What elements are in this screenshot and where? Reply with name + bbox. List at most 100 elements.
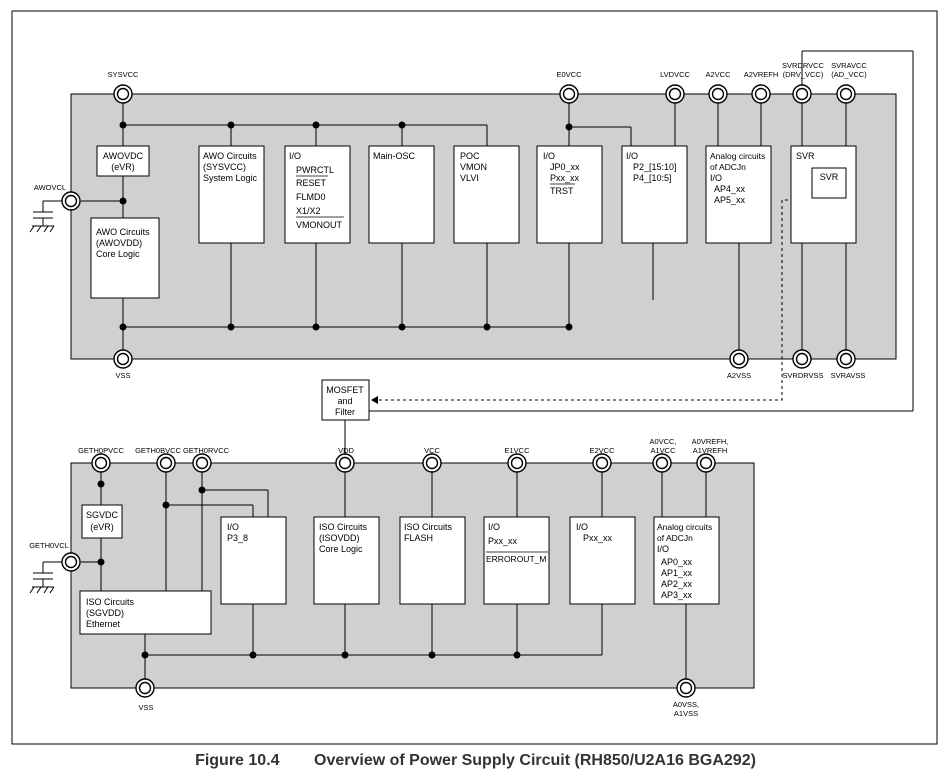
analog0-line-5: AP1_xx xyxy=(661,568,693,578)
bottom-block-labels: SGVDC (eVR) ISO Circuits (SGVDD) Etherne… xyxy=(86,510,712,629)
pin-label-geth0vcl: GETH0VCL xyxy=(29,541,69,550)
iso-eth-line-2: (SGVDD) xyxy=(86,608,124,618)
figure-number: Figure 10.4 xyxy=(195,752,280,769)
io-b-line-3: Pxx_xx xyxy=(550,173,580,183)
iso-eth-block xyxy=(79,590,212,635)
io-a-line-6: VMONOUT xyxy=(296,220,343,230)
pin-label-vcc: VCC xyxy=(424,446,440,455)
io-a-line-3: RESET xyxy=(296,178,327,188)
pin-a2vrefh xyxy=(751,84,771,104)
pin-a0vss xyxy=(676,678,696,698)
io-a-line-1: I/O xyxy=(289,151,301,161)
pin-label-a0vss: A0VSS, xyxy=(673,700,699,709)
pin-label-a1vss: A1VSS xyxy=(674,709,698,718)
io-err-line-2: Pxx_xx xyxy=(488,536,518,546)
mainosc-line-1: Main-OSC xyxy=(373,151,416,161)
svr-inner-label: SVR xyxy=(820,172,839,182)
analog2-block xyxy=(705,145,772,244)
iso-core-line-3: Core Logic xyxy=(319,544,363,554)
analog2-line-4: AP4_xx xyxy=(714,184,746,194)
io-a-line-4: FLMD0 xyxy=(296,192,326,202)
awo-core-line-3: Core Logic xyxy=(96,249,140,259)
iso-eth-line-3: Ethernet xyxy=(86,619,121,629)
pin-sysvcc xyxy=(113,84,133,104)
io-err-block xyxy=(483,516,550,605)
pin-geth0pvcc xyxy=(91,453,111,473)
pin-label-svravcc: SVRAVCC xyxy=(831,61,867,70)
pin-a2vcc xyxy=(708,84,728,104)
top-junctions xyxy=(119,121,573,331)
top-blocks xyxy=(90,145,857,299)
mosfet-line-3: Filter xyxy=(335,407,355,417)
pin-label-svrdrvcc-alias: (DRV_VCC) xyxy=(783,70,824,79)
awo-sys-block xyxy=(198,145,265,244)
pin-label-vss-bottom: VSS xyxy=(138,703,153,712)
pin-svrdrvss xyxy=(792,349,812,369)
pin-label-e0vcc: E0VCC xyxy=(556,70,582,79)
io-a-block xyxy=(284,145,351,244)
iso-flash-block xyxy=(399,516,466,605)
iso-flash-line-2: FLASH xyxy=(404,533,433,543)
poc-line-3: VLVI xyxy=(460,173,479,183)
iso-eth-line-1: ISO Circuits xyxy=(86,597,135,607)
pin-label-a2vcc: A2VCC xyxy=(705,70,731,79)
pin-label-lvdvcc: LVDVCC xyxy=(660,70,690,79)
io-b-line-2: JP0_xx xyxy=(550,162,580,172)
sgvdc-line-2: (eVR) xyxy=(90,522,114,532)
pin-e2vcc xyxy=(592,453,612,473)
pin-label-svrdrvcc: SVRDRVCC xyxy=(782,61,825,70)
svr-inner-block xyxy=(811,167,847,199)
pin-a0vrefh xyxy=(696,453,716,473)
io-p38-line-2: P3_8 xyxy=(227,533,248,543)
pin-vcc xyxy=(422,453,442,473)
svr-control-arrow xyxy=(371,396,378,404)
pin-label-geth0rvcc: GETH0RVCC xyxy=(183,446,230,455)
awovdc-line-2: (eVR) xyxy=(111,162,135,172)
pin-label-sysvcc: SYSVCC xyxy=(108,70,139,79)
iso-flash-line-1: ISO Circuits xyxy=(404,522,453,532)
top-signal-bars xyxy=(296,175,575,218)
mosfet-line-1: MOSFET xyxy=(326,385,364,395)
io-c-line-1: I/O xyxy=(626,151,638,161)
bottom-pin-labels: GETH0PVCC GETH0BVCC GETH0RVCC VDD VCC E1… xyxy=(29,437,728,718)
bottom-blocks xyxy=(79,504,720,635)
pin-lvdvcc xyxy=(665,84,685,104)
io-pxx-line-1: I/O xyxy=(576,522,588,532)
top-block-labels: AWOVDC (eVR) AWO Circuits (AWOVDD) Core … xyxy=(96,151,839,259)
io-err-line-1: I/O xyxy=(488,522,500,532)
sgvdc-line-1: SGVDC xyxy=(86,510,119,520)
io-a-line-2: PWRCTL xyxy=(296,165,334,175)
awo-sys-line-2: (SYSVCC) xyxy=(203,162,246,172)
svr-outer-label: SVR xyxy=(796,151,815,161)
pin-svrdrvcc xyxy=(792,84,812,104)
io-c-line-3: P4_[10:5] xyxy=(633,173,672,183)
pin-a0vcc xyxy=(652,453,672,473)
pin-svravss xyxy=(836,349,856,369)
poc-line-2: VMON xyxy=(460,162,487,172)
poc-block xyxy=(453,145,520,244)
analog0-line-4: AP0_xx xyxy=(661,557,693,567)
pin-label-a0vcc: A0VCC, xyxy=(649,437,676,446)
mosfet-line-2: and xyxy=(337,396,352,406)
pin-label-svravss: SVRAVSS xyxy=(831,371,866,380)
io-p38-block xyxy=(220,516,287,605)
sgvdc-block xyxy=(81,504,123,539)
io-b-line-1: I/O xyxy=(543,151,555,161)
io-b-line-4: TRST xyxy=(550,186,574,196)
pin-a2vss xyxy=(729,349,749,369)
bottom-wires xyxy=(29,471,707,680)
pin-label-geth0pvcc: GETH0PVCC xyxy=(78,446,124,455)
io-a-line-5: X1/X2 xyxy=(296,206,321,216)
awovdc-line-1: AWOVDC xyxy=(103,151,144,161)
io-pxx-line-2: Pxx_xx xyxy=(583,533,613,543)
pin-vdd xyxy=(335,453,355,473)
awo-core-line-1: AWO Circuits xyxy=(96,227,150,237)
iso-core-block xyxy=(313,516,380,605)
figure-caption: Figure 10.4 Overview of Power Supply Cir… xyxy=(0,752,951,770)
analog2-line-2: of ADCJn xyxy=(710,162,746,172)
awo-sys-line-3: System Logic xyxy=(203,173,258,183)
iso-core-line-1: ISO Circuits xyxy=(319,522,368,532)
pin-e1vcc xyxy=(507,453,527,473)
analog0-line-3: I/O xyxy=(657,544,669,554)
